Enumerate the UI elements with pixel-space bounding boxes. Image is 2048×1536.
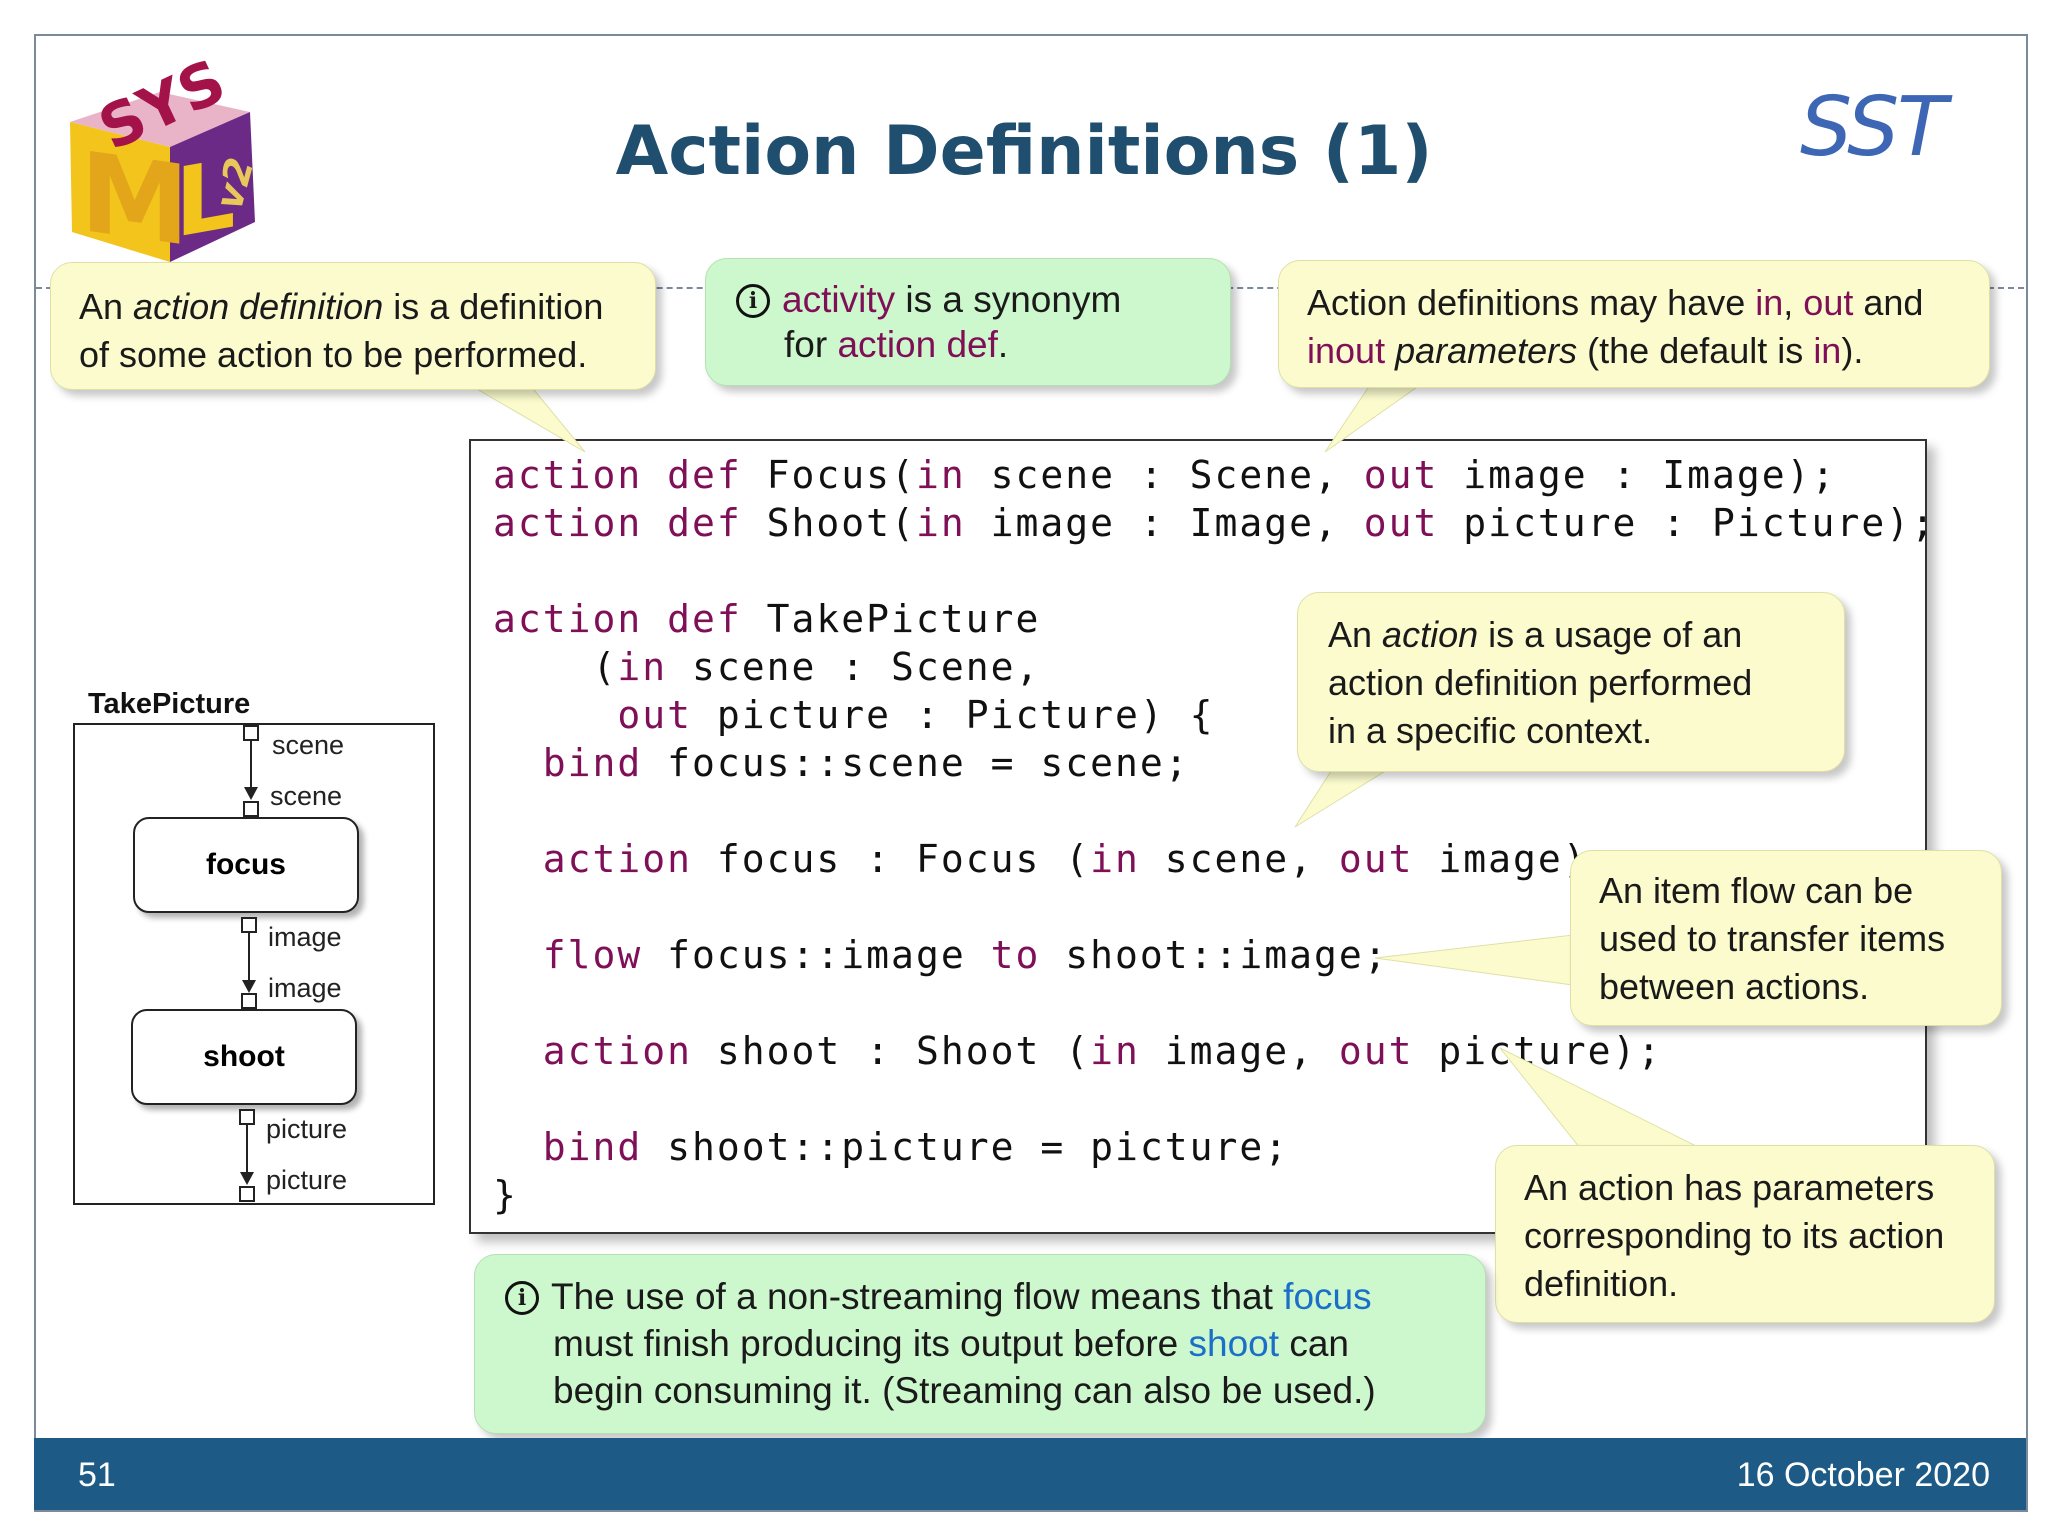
code-text: image : Image); — [1438, 453, 1837, 497]
code-text: TakePicture — [741, 597, 1041, 641]
svg-text:M: M — [80, 128, 189, 264]
callout-parameters: Action definitions may have in, out and … — [1278, 260, 1990, 388]
sysml-v2-logo: M L SYS v2 — [70, 52, 262, 264]
code-text: scene : Scene, — [667, 645, 1041, 689]
code-keyword: out — [1338, 837, 1414, 881]
code-keyword: to — [990, 933, 1041, 977]
callout-item-flow: An item flow can be used to transfer ite… — [1570, 850, 2002, 1026]
slide-title: Action Definitions (1) — [615, 112, 1433, 191]
action-shoot: shoot — [131, 1009, 357, 1105]
code-text: picture); — [1413, 1029, 1663, 1073]
port-label: picture — [266, 1114, 348, 1144]
code-text: Focus( — [741, 453, 916, 497]
code-keyword: out — [1363, 453, 1439, 497]
code-text: scene : Scene, — [965, 453, 1364, 497]
footer-date: 16 October 2020 — [1736, 1456, 1990, 1494]
port-picture-out — [239, 1186, 255, 1202]
port-label: image — [268, 973, 342, 1003]
code-keyword: in — [617, 645, 668, 689]
code-text: picture : Picture) { — [692, 693, 1215, 737]
code-keyword: action def — [493, 453, 742, 497]
code-line: (in scene : Scene, — [493, 645, 1040, 689]
code-text: focus : Focus ( — [692, 837, 1091, 881]
port-shoot-picture — [239, 1109, 255, 1125]
code-text: image : Image, — [965, 501, 1364, 545]
code-line: out picture : Picture) { — [493, 693, 1214, 737]
port-focus-scene — [243, 801, 259, 817]
port-label: image — [268, 922, 342, 952]
code-text — [493, 693, 617, 737]
code-keyword: in — [1090, 837, 1140, 881]
diagram-title: TakePicture — [88, 688, 251, 720]
port-label: scene — [270, 781, 343, 811]
code-line: action focus : Focus (in scene, out imag… — [493, 837, 1613, 881]
code-keyword: action — [542, 837, 693, 881]
code-line: } — [493, 1173, 518, 1217]
callout-action-definition: An action definition is a definition of … — [50, 262, 656, 390]
code-line: bind focus::scene = scene; — [493, 741, 1190, 785]
port-label: scene — [272, 730, 345, 760]
port-focus-image — [241, 917, 257, 933]
port-scene-in — [243, 725, 259, 741]
code-line: action shoot : Shoot (in image, out pict… — [493, 1029, 1662, 1073]
code-text: scene, — [1139, 837, 1339, 881]
code-text: shoot : Shoot ( — [692, 1029, 1091, 1073]
action-focus: focus — [133, 817, 359, 913]
code-line: action def Shoot(in image : Image, out p… — [493, 501, 1936, 545]
callout-action-usage: An action is a usage of an action defini… — [1297, 592, 1845, 772]
code-text: shoot::picture = picture; — [642, 1125, 1290, 1169]
code-keyword: in — [915, 453, 966, 497]
code-text: focus::image — [642, 933, 991, 977]
info-icon: i — [505, 1281, 539, 1315]
code-line: bind shoot::picture = picture; — [493, 1125, 1289, 1169]
code-keyword: in — [915, 501, 966, 545]
code-text — [493, 837, 543, 881]
code-keyword: flow — [542, 933, 643, 977]
code-text: shoot::image; — [1040, 933, 1389, 977]
code-text: picture : Picture); — [1438, 501, 1936, 545]
code-keyword: bind — [542, 1125, 643, 1169]
code-text: } — [493, 1173, 518, 1217]
port-label: picture — [266, 1165, 348, 1195]
code-keyword: action def — [493, 501, 742, 545]
code-line: action def Focus(in scene : Scene, out i… — [493, 453, 1836, 497]
callout-action-params: An action has parameters corresponding t… — [1495, 1145, 1995, 1323]
code-line: action def TakePicture — [493, 597, 1040, 641]
code-text — [493, 933, 543, 977]
code-listing: action def Focus(in scene : Scene, out i… — [469, 439, 1934, 1234]
code-keyword: in — [1090, 1029, 1140, 1073]
footer-bar: 51 16 October 2020 — [34, 1438, 2026, 1510]
code-text: image, — [1139, 1029, 1339, 1073]
code-text: Shoot( — [741, 501, 916, 545]
takepicture-frame — [73, 723, 435, 1205]
code-text — [493, 1029, 543, 1073]
sst-brand: SST — [1800, 80, 1947, 175]
port-shoot-image — [241, 993, 257, 1009]
code-keyword: out — [1338, 1029, 1414, 1073]
code-keyword: action — [542, 1029, 693, 1073]
page-number: 51 — [78, 1456, 116, 1494]
code-line: flow focus::image to shoot::image; — [493, 933, 1389, 977]
code-text: ( — [493, 645, 618, 689]
code-text — [493, 741, 543, 785]
svg-text:L: L — [175, 138, 236, 260]
code-keyword: out — [617, 693, 693, 737]
info-icon: i — [736, 284, 770, 318]
code-text — [493, 1125, 543, 1169]
code-text: focus::scene = scene; — [642, 741, 1190, 785]
code-keyword: action def — [493, 597, 742, 641]
code-keyword: out — [1363, 501, 1439, 545]
code-keyword: bind — [542, 741, 643, 785]
